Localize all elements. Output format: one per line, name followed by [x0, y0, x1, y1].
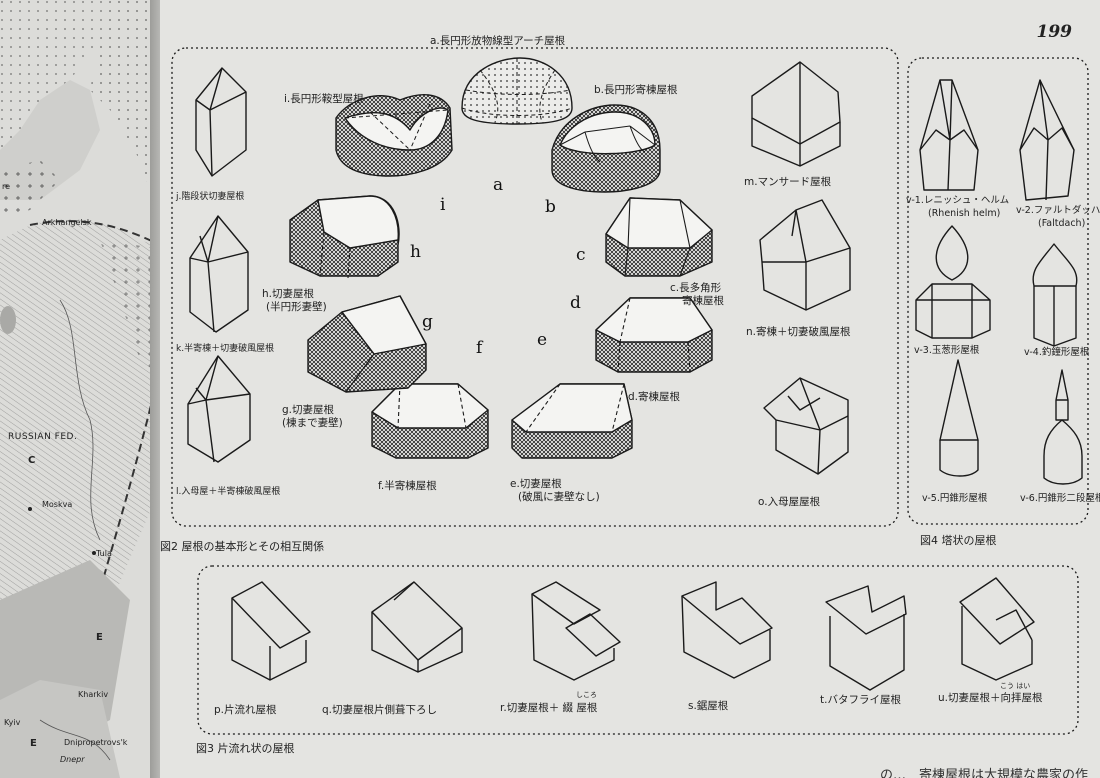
map-label-arkhangelsk: Arkhangelsk	[42, 218, 92, 227]
center-letter-g: g	[422, 312, 433, 332]
label-n: n.寄棟＋切妻破風屋根	[746, 326, 851, 338]
label-g1: g.切妻屋根	[282, 404, 335, 416]
shed-r-drawing	[531, 581, 621, 681]
roof-f-drawing	[371, 383, 489, 459]
label-v4: v-4.釣鐘形屋根	[1024, 347, 1090, 358]
label-b: b.長円形寄棟屋根	[594, 84, 678, 96]
roof-h-drawing	[289, 195, 400, 279]
roof-d-drawing	[595, 297, 713, 373]
center-letter-d: d	[570, 293, 581, 313]
center-letter-f: f	[476, 338, 483, 358]
label-u: u.切妻屋根＋向拝屋根	[938, 692, 1043, 704]
roof-n-drawing	[759, 199, 851, 311]
label-d: d.寄棟屋根	[628, 391, 681, 403]
roof-k-drawing	[189, 215, 249, 333]
label-c2: 寄棟屋根	[682, 295, 724, 307]
roof-a-drawing	[461, 57, 573, 125]
tower-v1-drawing	[919, 79, 979, 191]
label-j: j.階段状切妻屋根	[176, 192, 245, 202]
map-label-moskva: Moskva	[42, 500, 73, 509]
body-text-fragment: の… 寄棟屋根は大規模な農家の作	[880, 768, 1089, 778]
page-number: 199	[1036, 22, 1073, 42]
caption-figure2: 図2 屋根の基本形とその相互関係	[160, 540, 325, 553]
center-letter-h: h	[410, 242, 421, 262]
label-m: m.マンサード屋根	[744, 176, 832, 188]
label-k: k.半寄棟＋切妻破風屋根	[176, 344, 275, 354]
label-c1: c.長多角形	[670, 282, 722, 294]
map-label-partial: re	[2, 182, 11, 191]
map-label-tula: Tula	[96, 549, 112, 558]
map-label-kharkiv: Kharkiv	[78, 690, 109, 699]
center-letter-i: i	[440, 195, 446, 215]
label-t: t.バタフライ屋根	[820, 694, 901, 706]
label-v1b: (Rhenish helm)	[928, 208, 1001, 219]
center-letter-b: b	[545, 197, 556, 217]
roof-i-drawing	[335, 94, 453, 177]
label-v1a: v-1.レニッシュ・ヘルム	[906, 195, 1010, 206]
tower-v3-drawing	[915, 225, 991, 339]
tower-v2-drawing	[1019, 79, 1075, 201]
shed-u-drawing	[959, 577, 1035, 681]
center-letter-e: e	[537, 330, 548, 350]
label-l: l.入母屋＋半寄棟破風屋根	[176, 487, 281, 497]
label-a: a.長円形放物線型アーチ屋根	[430, 35, 566, 47]
label-v6: v-6.円錐形二段屋根	[1020, 493, 1100, 504]
map-region-c: C	[28, 455, 36, 466]
label-v2a: v-2.ファルトダッハ	[1016, 205, 1100, 216]
map-region-e2: E	[30, 738, 37, 749]
shed-q-drawing	[371, 581, 463, 673]
label-o: o.入母屋屋根	[758, 496, 821, 508]
label-h1: h.切妻屋根	[262, 288, 314, 300]
roof-b-drawing	[551, 104, 661, 193]
map-label-russia: RUSSIAN FED.	[8, 432, 78, 442]
shed-s-drawing	[681, 581, 773, 679]
label-v2b: (Faltdach)	[1038, 218, 1086, 229]
label-v5: v-5.円錐形屋根	[922, 493, 988, 504]
label-g2: (棟まで妻壁)	[282, 417, 343, 429]
roof-o-drawing	[763, 377, 849, 475]
caption-figure3: 図3 片流れ状の屋根	[196, 742, 295, 755]
label-r-ruby: しころ	[576, 691, 597, 699]
roof-m-drawing	[751, 61, 841, 167]
label-h2: (半円形妻壁)	[266, 301, 327, 313]
roof-g-drawing	[307, 295, 427, 393]
caption-figure4: 図4 塔状の屋根	[920, 534, 997, 547]
roof-c-drawing	[605, 197, 713, 277]
map-label-kyiv: Kyiv	[4, 718, 21, 727]
shed-p-drawing	[231, 581, 311, 681]
label-s: s.鋸屋根	[688, 700, 729, 712]
tower-v5-drawing	[939, 359, 979, 477]
roof-j-drawing	[195, 67, 247, 177]
label-f: f.半寄棟屋根	[378, 480, 437, 492]
roof-e-drawing	[511, 383, 633, 459]
label-p: p.片流れ屋根	[214, 704, 277, 716]
center-letter-c: c	[576, 245, 586, 265]
label-i: i.長円形鞍型屋根	[284, 93, 364, 105]
map-label-dnipropetrovsk: Dnipropetrovs'k	[64, 738, 128, 747]
center-letter-a: a	[493, 175, 504, 195]
label-v3: v-3.玉葱形屋根	[914, 345, 980, 356]
map-label-dnepr: Dnepr	[60, 755, 85, 764]
label-q: q.切妻屋根片側葺下ろし	[322, 704, 438, 716]
label-e2: (破風に妻壁なし)	[518, 491, 600, 503]
label-r: r.切妻屋根＋ 綴 屋根	[500, 702, 598, 714]
tower-v4-drawing	[1032, 243, 1078, 347]
map-region-e1: E	[96, 632, 103, 643]
shed-t-drawing	[825, 585, 907, 691]
label-u-ruby: こう はい	[1000, 682, 1031, 690]
label-e1: e.切妻屋根	[510, 478, 562, 490]
roof-l-drawing	[187, 355, 251, 463]
tower-v6-drawing	[1043, 369, 1083, 485]
